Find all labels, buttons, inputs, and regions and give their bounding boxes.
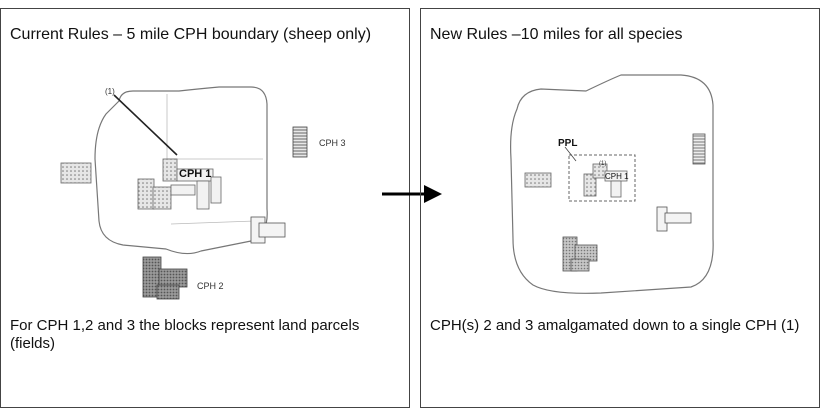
cph1-label: CPH 1 (605, 172, 629, 181)
transition-arrow-icon (382, 185, 442, 203)
cph1-parcel (60, 162, 92, 184)
cph1-label: CPH 1 (179, 168, 211, 180)
cph1-parcel (210, 176, 222, 204)
cph1-parcel (152, 186, 172, 210)
cph2-parcel (156, 284, 180, 300)
current-rules-title: Current Rules – 5 mile CPH boundary (she… (10, 26, 372, 43)
cph1-parcel (610, 180, 622, 198)
cph1-parcel (692, 133, 706, 165)
cph3-parcel (292, 126, 308, 158)
cph1-parcel (176, 168, 214, 182)
cph1-parcel (170, 184, 196, 196)
cph1-parcel (258, 222, 286, 238)
cph1-parcel (570, 258, 590, 272)
new-rules-caption: CPH(s) 2 and 3 amalgamated down to a sin… (430, 317, 800, 334)
cph2-parcel (158, 268, 188, 288)
cph1-parcel (196, 180, 210, 210)
ppl-boundary (568, 154, 636, 202)
cph2-label: CPH 2 (197, 281, 224, 291)
cph3-label: CPH 3 (319, 138, 346, 148)
current-rules-caption: For CPH 1,2 and 3 the blocks represent l… (10, 317, 360, 352)
cph1-parcel (137, 178, 155, 210)
cph1-parcel (524, 172, 552, 188)
current-rules-panel: Current Rules – 5 mile CPH boundary (she… (0, 8, 410, 408)
pointer-label: (1) (599, 161, 606, 167)
pointer-label: (1) (105, 87, 115, 96)
current-rules-map: (1) CPH 1 CPH 3 CPH 2 (60, 86, 346, 300)
cph1-parcel (162, 158, 178, 182)
cph1-parcel (664, 212, 692, 224)
ppl-label: PPL (558, 138, 577, 149)
pointer-line (113, 94, 178, 156)
new-rules-panel: New Rules –10 miles for all species PPL (420, 8, 820, 408)
new-rules-title: New Rules –10 miles for all species (430, 26, 683, 43)
cph1-parcel (583, 173, 597, 197)
new-rules-map: PPL CPH 1 (1) (510, 74, 714, 294)
cph-boundary (510, 74, 714, 294)
